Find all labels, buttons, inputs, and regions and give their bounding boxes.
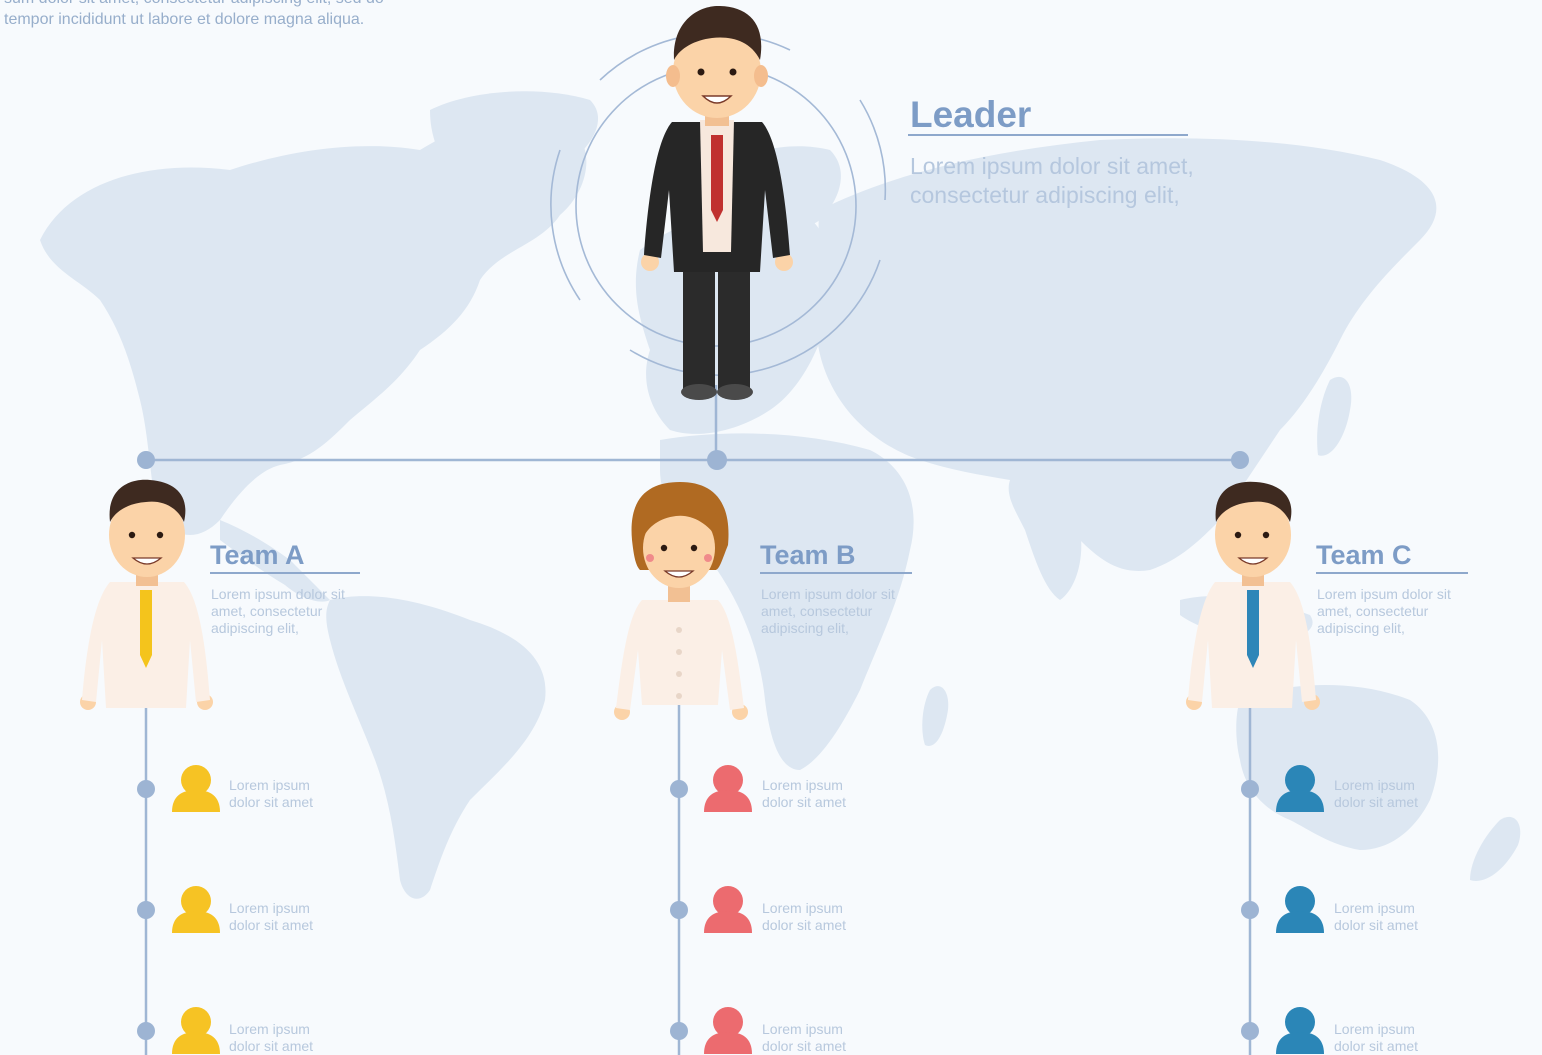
node-team-c xyxy=(1231,451,1249,469)
team-b-member-icons xyxy=(704,765,752,1054)
team-a-title: Team A xyxy=(210,540,305,570)
team-c-member-icons xyxy=(1276,765,1324,1054)
team-b-title: Team B xyxy=(760,540,856,570)
member-avatar-icon xyxy=(1276,1007,1324,1054)
map-asia xyxy=(816,138,1437,571)
team-b-figure xyxy=(614,482,748,720)
node-c-3 xyxy=(1241,1022,1259,1040)
map-greenland xyxy=(430,91,599,194)
node-b-1 xyxy=(670,780,688,798)
map-india xyxy=(1008,480,1082,600)
team-c-member-2: Lorem ipsum dolor sit amet xyxy=(1334,900,1419,933)
node-a-2 xyxy=(137,901,155,919)
team-a-figure xyxy=(80,479,213,710)
leader-description: Lorem ipsum dolor sit amet, consectetur … xyxy=(910,153,1194,208)
team-a-member-icons xyxy=(172,765,220,1054)
node-a-1 xyxy=(137,780,155,798)
leader-ring-arc xyxy=(859,99,887,201)
team-c-member-1: Lorem ipsum dolor sit amet xyxy=(1334,777,1419,810)
team-b-description: Lorem ipsum dolor sit amet, consectetur … xyxy=(761,586,895,636)
team-b-member-3: Lorem ipsum dolor sit amet xyxy=(762,1021,847,1054)
leader-title: Leader xyxy=(910,94,1032,135)
map-japan xyxy=(1317,376,1352,456)
team-c-member-3: Lorem ipsum dolor sit amet xyxy=(1334,1021,1419,1054)
title-underlines xyxy=(210,134,1468,574)
map-central-america xyxy=(220,520,330,602)
member-avatar-icon xyxy=(704,1007,752,1054)
intro-line-2: tempor incididunt ut labore et dolore ma… xyxy=(4,11,365,28)
team-a-description: Lorem ipsum dolor sit amet, consectetur … xyxy=(211,586,345,636)
member-avatar-icon xyxy=(172,1007,220,1054)
team-b-member-2: Lorem ipsum dolor sit amet xyxy=(762,900,847,933)
connectors xyxy=(144,385,1252,1055)
team-b-member-1: Lorem ipsum dolor sit amet xyxy=(762,777,847,810)
team-a-member-1: Lorem ipsum dolor sit amet xyxy=(229,777,314,810)
intro-line-1: sum dolor sit amet, consectetur adipisci… xyxy=(4,0,384,9)
team-c-description: Lorem ipsum dolor sit amet, consectetur … xyxy=(1317,586,1451,636)
team-c-title: Team C xyxy=(1316,540,1412,570)
connector-nodes xyxy=(137,450,1259,1040)
team-a-member-2: Lorem ipsum dolor sit amet xyxy=(229,900,314,933)
leader-ring-arc xyxy=(629,259,881,377)
node-center xyxy=(707,450,727,470)
leader-figure xyxy=(641,5,793,400)
team-a-member-3: Lorem ipsum dolor sit amet xyxy=(229,1021,314,1054)
node-c-1 xyxy=(1241,780,1259,798)
map-australia xyxy=(1236,685,1439,850)
map-madagascar xyxy=(922,686,949,746)
leader-ring-arc xyxy=(550,149,581,301)
node-b-2 xyxy=(670,901,688,919)
member-avatar-icon xyxy=(172,886,220,933)
member-avatar-icon xyxy=(172,765,220,812)
member-avatar-icon xyxy=(1276,765,1324,812)
map-new-zealand xyxy=(1470,816,1521,881)
map-north-america xyxy=(40,111,587,535)
member-avatar-icon xyxy=(704,886,752,933)
team-c-figure xyxy=(1186,481,1320,710)
node-b-3 xyxy=(670,1022,688,1040)
node-a-3 xyxy=(137,1022,155,1040)
map-south-america xyxy=(326,596,546,899)
member-avatar-icon xyxy=(704,765,752,812)
member-avatar-icon xyxy=(1276,886,1324,933)
node-c-2 xyxy=(1241,901,1259,919)
intro-text: sum dolor sit amet, consectetur adipisci… xyxy=(4,0,384,30)
node-team-a xyxy=(137,451,155,469)
